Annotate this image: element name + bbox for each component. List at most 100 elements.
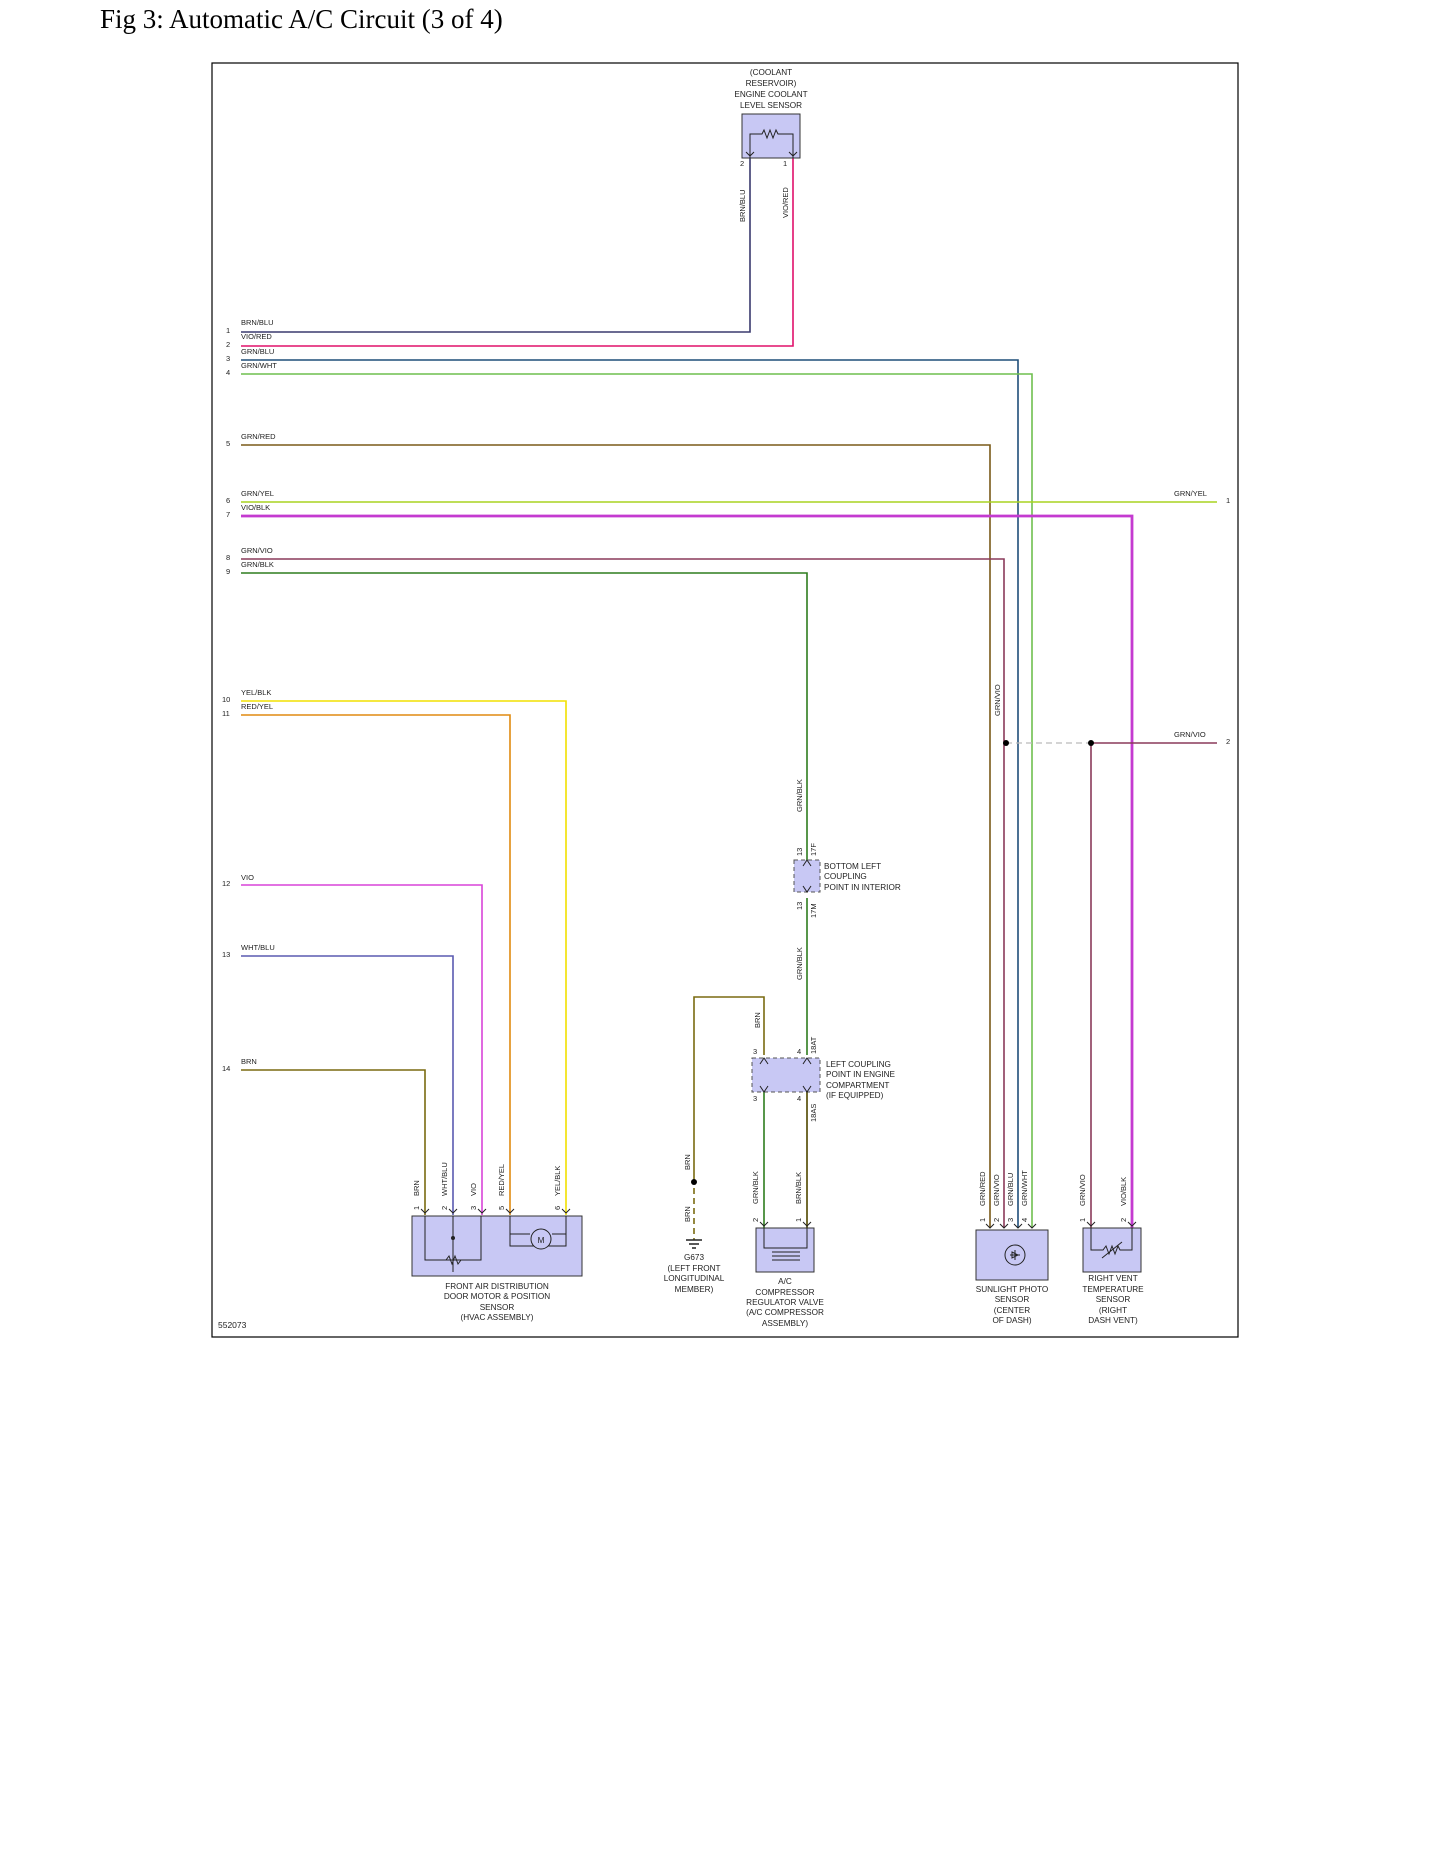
wires <box>241 158 1217 1228</box>
left-pin-number: 5 <box>226 439 230 448</box>
wire-label: WHT/BLU <box>440 1162 449 1196</box>
left-pin-number: 13 <box>222 950 230 959</box>
wire-brn <box>241 1069 426 1215</box>
component-label: (LEFT FRONT <box>667 1264 720 1273</box>
pin-number: 3 <box>753 1047 757 1056</box>
component-label: ASSEMBLY) <box>762 1319 809 1328</box>
component-box <box>755 1227 815 1273</box>
terminal-arrows <box>420 151 1137 1229</box>
wire-grn-blk <box>241 572 808 1228</box>
wire-color-label: BRN <box>241 1057 257 1066</box>
component-label: COUPLING <box>824 872 867 881</box>
right-pin-number: 1 <box>1226 496 1230 505</box>
wire-grn-vio <box>241 558 1005 1228</box>
wire-color-label: WHT/BLU <box>241 943 275 952</box>
left-pin-number: 9 <box>226 567 230 576</box>
splice-dot <box>1003 740 1009 746</box>
pin-number: 4 <box>1020 1218 1029 1222</box>
splice-dot <box>691 1179 697 1185</box>
component-label: SUNLIGHT PHOTO <box>976 1285 1049 1294</box>
wire-color-label: GRN/VIO <box>241 546 273 555</box>
wire-red-yel <box>241 714 511 1215</box>
terminal-arrow <box>759 1221 769 1227</box>
component-label: LEVEL SENSOR <box>740 101 802 110</box>
wire-label: BRN <box>683 1154 692 1170</box>
terminal-arrow <box>1027 1223 1037 1229</box>
terminal-arrow <box>561 1208 571 1214</box>
component-label: (RIGHT <box>1099 1306 1127 1315</box>
left-coupling-engine: 3 4 3 4 18AT 18AS LEFT COUPLING POINT IN… <box>751 1012 896 1122</box>
photo-diode-icon <box>1004 1244 1026 1266</box>
terminal-arrow <box>448 1208 458 1214</box>
left-pin-number: 3 <box>226 354 230 363</box>
terminal-arrow <box>477 1208 487 1214</box>
front-air-distribution-motor: M 1 2 3 5 6 BRN WHT/BLU VIO RED/YEL YEL/… <box>411 1162 583 1322</box>
pin-number: 1 <box>783 159 787 168</box>
wire-label: GRN/BLK <box>795 947 804 980</box>
left-pin-number: 6 <box>226 496 230 505</box>
coolant-level-sensor: (COOLANT RESERVOIR) ENGINE COOLANT LEVEL… <box>734 68 807 222</box>
wire-label: GRN/BLK <box>795 779 804 812</box>
wire-label: BRN <box>412 1180 421 1196</box>
right-vent-temperature-sensor: 1 2 GRN/VIO VIO/BLK RIGHT VENT TEMPERATU… <box>1078 1174 1144 1325</box>
terminal-arrow <box>505 1208 515 1214</box>
wire-color-label: RED/YEL <box>241 702 273 711</box>
wire-vio-red <box>241 158 794 347</box>
coupling-code: 18AT <box>809 1036 818 1054</box>
pin-number: 3 <box>1006 1218 1015 1222</box>
component-label: A/C <box>778 1277 792 1286</box>
left-pin-number: 11 <box>222 709 230 718</box>
wire-brn-blu <box>241 158 751 333</box>
wire-color-label: GRN/YEL <box>1174 489 1207 498</box>
wire-color-label: GRN/BLK <box>241 560 274 569</box>
wire-label: GRN/VIO <box>992 1174 1001 1206</box>
wire-label-grn-vio-vertical: GRN/VIO <box>993 684 1002 716</box>
wire-label: GRN/WHT <box>1020 1170 1029 1206</box>
thermistor-symbol <box>1090 1228 1133 1259</box>
component-label: SENSOR <box>995 1295 1030 1304</box>
wire-label: GRN/VIO <box>1078 1174 1087 1206</box>
wire-label: BRN/BLU <box>738 189 747 222</box>
component-label: ENGINE COOLANT <box>734 90 807 99</box>
left-pin-number: 2 <box>226 340 230 349</box>
coupling-box <box>793 859 821 893</box>
pin-number: 6 <box>553 1206 562 1210</box>
pin-number: 2 <box>740 159 744 168</box>
coupling-code: 17M <box>809 903 818 918</box>
bottom-left-coupling: 13 13 17F 17M BOTTOM LEFT COUPLING POINT… <box>793 779 901 980</box>
motor-icon <box>530 1228 552 1250</box>
terminal-arrow <box>985 1223 995 1229</box>
terminal-arrow <box>1127 1221 1137 1227</box>
component-label: DOOR MOTOR & POSITION <box>444 1292 550 1301</box>
valve-symbol <box>763 1228 808 1261</box>
component-label: (A/C COMPRESSOR <box>746 1308 824 1317</box>
left-connector: 1 2 3 4 5 6 7 8 9 10 11 12 13 14 BRN/BLU… <box>222 318 277 1073</box>
terminal-arrow <box>999 1223 1009 1229</box>
right-pin-number: 2 <box>1226 737 1230 746</box>
component-label: MEMBER) <box>675 1285 714 1294</box>
wire-label: VIO/RED <box>781 187 790 218</box>
wire-color-label: GRN/VIO <box>1174 730 1206 739</box>
component-label: TEMPERATURE <box>1082 1285 1144 1294</box>
component-label: COMPARTMENT <box>826 1081 889 1090</box>
terminal-arrow <box>1086 1221 1096 1227</box>
wire-color-label: VIO/RED <box>241 332 272 341</box>
wire-label: VIO <box>469 1183 478 1196</box>
left-pin-number: 7 <box>226 510 230 519</box>
component-label: RESERVOIR) <box>746 79 797 88</box>
wire-label: BRN <box>683 1206 692 1222</box>
photo-diode-symbol <box>1010 1250 1020 1260</box>
component-label: (HVAC ASSEMBLY) <box>461 1313 534 1322</box>
wire-color-label: GRN/RED <box>241 432 276 441</box>
component-label: SENSOR <box>480 1303 515 1312</box>
ground-g673: BRN BRN G673 (LEFT FRONT LONGITUDINAL ME… <box>664 1154 725 1294</box>
pin-number: 5 <box>497 1206 506 1210</box>
sensor-symbol <box>749 128 794 158</box>
coupling-arrow <box>802 859 812 893</box>
wire-grn-wht <box>241 373 1033 1228</box>
wire-color-label: GRN/WHT <box>241 361 277 370</box>
wire-vio <box>241 884 483 1215</box>
coupling-code: 17F <box>809 843 818 856</box>
left-pin-number: 14 <box>222 1064 230 1073</box>
